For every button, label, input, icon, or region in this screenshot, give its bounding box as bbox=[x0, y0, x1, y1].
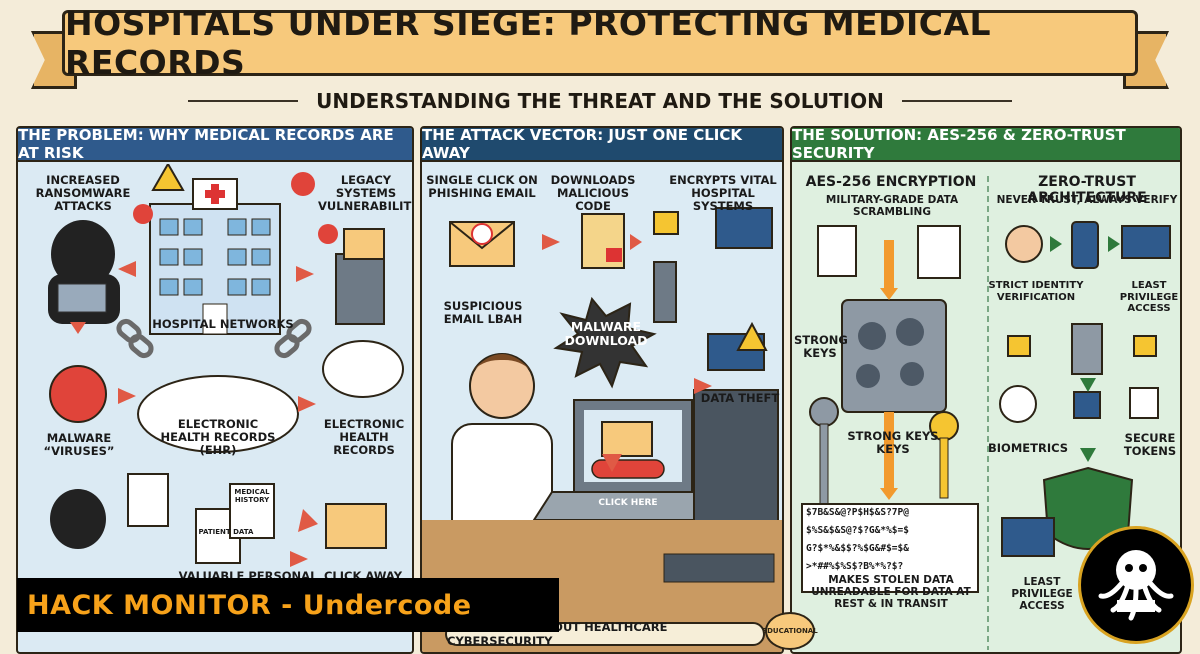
arrow-icon bbox=[1050, 236, 1120, 462]
virus-icon bbox=[49, 172, 338, 423]
hacker-icon bbox=[50, 489, 106, 549]
cipher-line: >*##%$%S$?b%*%?$? bbox=[806, 561, 904, 572]
subtitle-row: UNDERSTANDING THE THREAT AND THE SOLUTIO… bbox=[0, 86, 1200, 116]
problem-illustration bbox=[48, 164, 404, 567]
monitor-icon bbox=[715, 207, 773, 249]
patient-data-label: PATIENT DATA bbox=[198, 528, 254, 536]
laptop-icon bbox=[532, 399, 734, 521]
aes-title: AES-256 ENCRYPTION bbox=[805, 174, 977, 190]
document-icon bbox=[127, 473, 169, 527]
secure-tokens-label: SECURE TOKENS bbox=[1123, 431, 1177, 459]
arrow-icon bbox=[542, 234, 712, 472]
suspicious-label: SUSPICIOUS EMAIL LBAH bbox=[443, 299, 523, 327]
hospital-icon bbox=[149, 178, 281, 335]
document-icon bbox=[817, 225, 857, 277]
document-icon bbox=[917, 225, 961, 279]
biometrics-label: BIOMETRICS bbox=[988, 441, 1069, 455]
problem-panel: THE PROBLEM: WHY MEDICAL RECORDS ARE AT … bbox=[16, 126, 414, 654]
lock-icon bbox=[1007, 335, 1031, 357]
educational-seal: EDUCATIONAL bbox=[762, 612, 818, 650]
cipher-line: g?$*%&$$?%$g&#$=$& bbox=[806, 543, 909, 554]
lock-icon bbox=[653, 211, 679, 235]
document-icon bbox=[229, 483, 275, 539]
attack-panel-title: THE ATTACK VECTOR: JUST ONE CLICK AWAY bbox=[422, 128, 782, 162]
attack-panel: THE ATTACK VECTOR: JUST ONE CLICK AWAY bbox=[420, 126, 784, 654]
solution-illustration bbox=[801, 176, 1171, 650]
legacy-label: LEGACY SYSTEMS VULNERABILITIES bbox=[318, 173, 412, 214]
person-icon bbox=[1005, 225, 1043, 263]
page-subtitle: UNDERSTANDING THE THREAT AND THE SOLUTIO… bbox=[316, 89, 884, 113]
least-privilege-access-label: LEAST PRIVILEGE ACCESS bbox=[1011, 576, 1073, 613]
unreadable-label: MAKES STOLEN DATA UNREADABLE FOR DATA AT… bbox=[811, 574, 971, 611]
attack-illustration bbox=[422, 207, 782, 652]
chain-icon bbox=[116, 318, 312, 359]
problem-panel-title: THE PROBLEM: WHY MEDICAL RECORDS ARE AT … bbox=[18, 128, 412, 162]
solution-panel-title: THE SOLUTION: AES-256 & ZERO-TRUST SECUR… bbox=[792, 128, 1180, 162]
envelope-icon bbox=[343, 228, 385, 260]
phone-icon bbox=[1071, 221, 1099, 269]
arrow-icon bbox=[880, 240, 898, 500]
key-icon bbox=[809, 397, 959, 505]
ehr-label: ELECTRONIC HEALTH RECORDS (EHR) bbox=[160, 417, 276, 458]
cloud-icon bbox=[137, 375, 299, 453]
server-icon bbox=[653, 261, 677, 323]
octopus-icon bbox=[1098, 550, 1174, 621]
robot-icon bbox=[1071, 323, 1103, 375]
keyboard-icon bbox=[663, 553, 775, 583]
envelope-icon bbox=[449, 221, 515, 267]
strong-keys-mid-label: STRONG KEYS KEYS bbox=[847, 429, 939, 457]
networks-label: HOSPITAL NETWORKS bbox=[152, 317, 294, 331]
octopus-logo-icon bbox=[1078, 526, 1194, 644]
warning-icon bbox=[736, 321, 768, 351]
least-privilege-label: LEAST PRIVILEGE ACCESS bbox=[1119, 280, 1179, 314]
cipher-panel bbox=[801, 503, 979, 593]
title-banner: HOSPITALS UNDER SIEGE: PROTECTING MEDICA… bbox=[62, 4, 1138, 82]
malware-label: MALWARE “VIRUSES” bbox=[43, 431, 115, 459]
single-click-label: SINGLE CLICK ON PHISHING EMAIL bbox=[426, 173, 538, 201]
medical-history-label: MEDICAL HISTORY bbox=[234, 488, 270, 505]
monitor-icon bbox=[693, 389, 779, 541]
burst-icon bbox=[553, 296, 657, 389]
click-here-button: CLICK HERE bbox=[598, 498, 658, 508]
cipher-line: $7B&S&@?P$H$&S?7P@ bbox=[806, 507, 909, 518]
lock-icon bbox=[1133, 335, 1157, 357]
downloads-label: DOWNLOADS MALICIOUS CODE bbox=[550, 173, 636, 214]
zero-trust-subtitle: NEVER TRUST, ALWAYS VERIFY bbox=[996, 194, 1178, 206]
malware-download-label: MALWARE DOWNLOAD bbox=[564, 319, 648, 349]
laptop-icon bbox=[1001, 517, 1055, 557]
zero-trust-title: ZERO-TRUST ARCHITECTURE bbox=[1027, 174, 1147, 207]
encrypts-label: ENCRYPTS VITAL HOSPITAL SYSTEMS bbox=[669, 173, 777, 214]
aes-subtitle: MILITARY-GRADE DATA SCRAMBLING bbox=[825, 194, 959, 219]
safe-icon bbox=[841, 299, 947, 413]
file-icon bbox=[581, 213, 625, 269]
laptop-icon bbox=[1121, 225, 1171, 259]
fingerprint-icon bbox=[999, 385, 1037, 423]
page-title: HOSPITALS UNDER SIEGE: PROTECTING MEDICA… bbox=[65, 4, 992, 82]
cipher-line: $%S&$&S@?$?g&*%$=$ bbox=[806, 525, 909, 536]
brand-text: HACK MONITOR - Undercode bbox=[27, 589, 472, 621]
warning-icon bbox=[151, 164, 185, 191]
arrow-icon bbox=[70, 261, 318, 567]
server-icon bbox=[335, 253, 385, 325]
cloud-icon bbox=[322, 340, 404, 398]
hacker-icon bbox=[48, 220, 120, 324]
data-theft-label: DATA THEFT bbox=[700, 391, 780, 405]
lock-icon bbox=[1073, 391, 1101, 419]
brand-watermark: HACK MONITOR - Undercode bbox=[17, 578, 559, 632]
token-icon bbox=[1129, 387, 1159, 419]
envelope-icon bbox=[325, 503, 387, 549]
divider bbox=[188, 100, 299, 102]
ehr-right-label: ELECTRONIC HEALTH RECORDS bbox=[323, 417, 405, 458]
strong-keys-left-label: STRONG KEYS bbox=[794, 333, 848, 361]
ransomware-label: INCREASED RANSOMWARE ATTACKS bbox=[35, 173, 131, 214]
divider bbox=[901, 100, 1012, 102]
strict-identity-label: STRICT IDENTITY VERIFICATION bbox=[988, 280, 1084, 303]
